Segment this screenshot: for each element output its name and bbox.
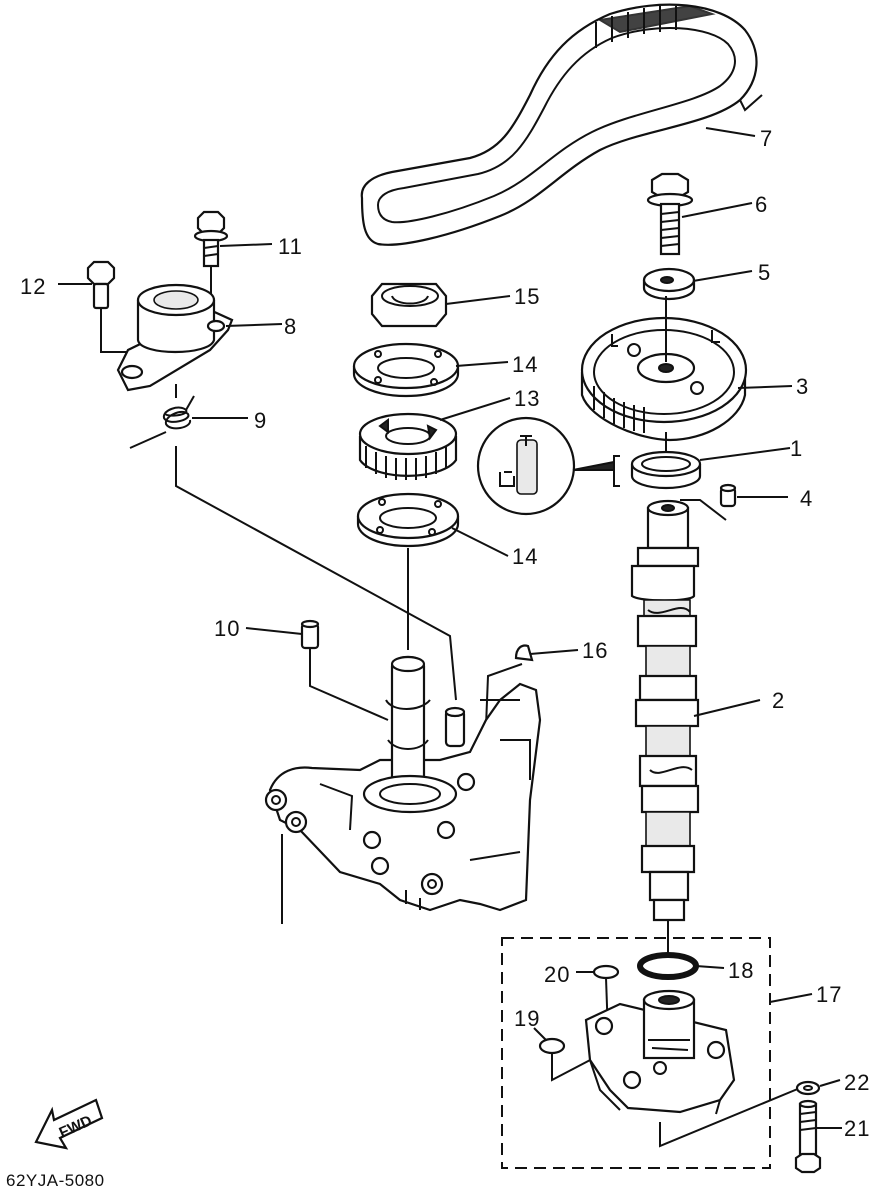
leader-line-14-upper [455,361,509,367]
oil-pump [584,989,736,1115]
drawing-code: 62YJA-5080 [6,1171,105,1190]
o-ring-20 [592,964,620,980]
leader-line-15 [445,295,511,305]
callout-4: 4 [800,486,813,511]
fwd-direction-icon: FWD [34,1098,104,1150]
callout-7: 7 [760,126,773,151]
leader-line-19 [533,1027,547,1041]
oil-seal [613,450,702,490]
gear-plate-upper [352,342,460,398]
crankshaft-gear [358,412,458,480]
callout-12: 12 [20,274,46,299]
leader-line-22 [819,1079,841,1087]
callout-1: 1 [790,436,803,461]
flange-bolt [646,172,694,256]
gear-plate-lower [356,492,460,548]
callout-20: 20 [544,962,570,987]
leader-line-3 [737,385,793,389]
callout-14-upper: 14 [512,352,538,377]
camshaft [630,499,700,922]
oil-pump-assembly-box [501,937,771,1169]
leader-line-2 [693,699,761,717]
callout-8: 8 [284,314,297,339]
callout-17: 17 [816,982,842,1007]
leader-line-8 [225,323,283,327]
callout-2: 2 [772,688,785,713]
leader-line-11 [219,243,273,247]
key-locator-line [485,663,523,727]
camshaft-pulley [580,316,748,442]
pump-bolt-locator [659,1087,801,1148]
leader-line-13 [439,397,511,421]
callout-14-lower: 14 [512,544,538,569]
leader-line-16 [529,649,579,655]
spring-locator-line [175,446,457,701]
leader-line-7 [705,127,756,137]
o-ring-18 [637,952,699,980]
callout-9: 9 [254,408,267,433]
crankcase-block [264,655,542,912]
callout-11: 11 [278,234,303,259]
timing-belt [360,3,763,246]
callout-6: 6 [755,192,768,217]
leader-line-6 [681,202,753,218]
locating-pin [300,619,320,650]
tensioner-bolt [193,210,229,268]
thick-washer [642,267,696,301]
callout-5: 5 [758,260,771,285]
callout-13: 13 [514,386,540,411]
callout-16: 16 [582,638,608,663]
leader-line-5 [692,270,753,282]
o-ring-19 [538,1037,566,1055]
leader-line-14-lower [451,527,509,557]
washer-22 [795,1080,821,1096]
dowel-locator-line [680,499,727,521]
callout-18: 18 [728,958,754,983]
callout-19: 19 [514,1006,540,1031]
pump-bolt-21 [794,1099,822,1174]
woodruff-key [514,644,534,662]
tensioner-spring [129,395,195,449]
callout-15: 15 [514,284,540,309]
callout-10: 10 [214,616,240,641]
leader-line-17 [769,993,813,1003]
callout-3: 3 [796,374,809,399]
leader-line-10 [245,627,303,635]
pin-locator-line [309,648,389,721]
bolt-12-axis [100,308,128,353]
seal-detail-inset [476,416,615,516]
callout-21: 21 [844,1116,870,1141]
lock-nut [370,282,448,328]
belt-tensioner [116,283,234,392]
leader-line-1 [699,447,791,461]
leader-line-18 [695,965,725,969]
callout-22: 22 [844,1070,870,1095]
dowel-pin [719,483,737,508]
